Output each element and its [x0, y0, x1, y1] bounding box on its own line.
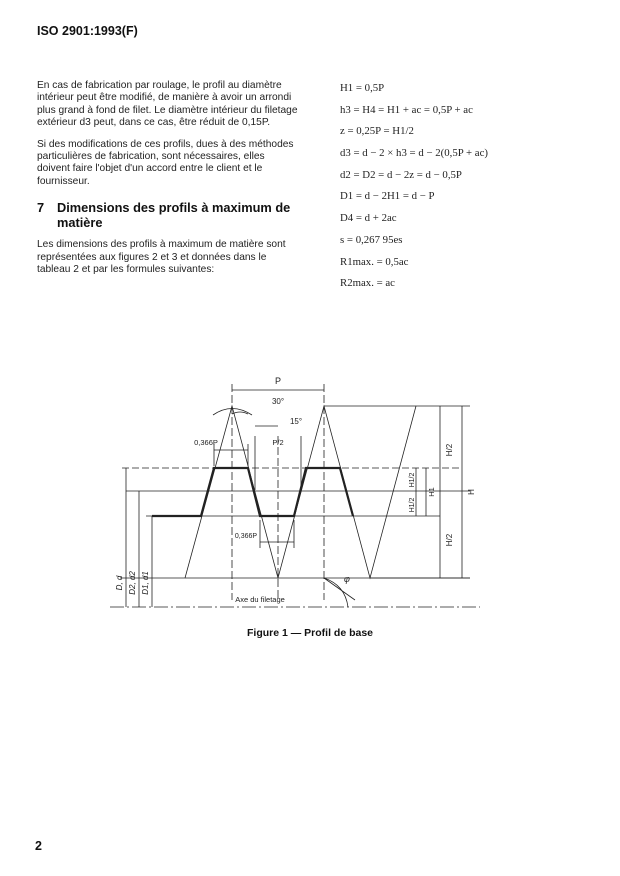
paragraph-rolling: En cas de fabrication par roulage, le pr… [37, 80, 298, 129]
paragraph-dimensions: Les dimensions des profils à maximum de … [37, 239, 286, 276]
profile-diagram: P 30° 15° 0,366P P/2 0,366P Axe du filet… [110, 376, 480, 608]
basic-profile-outline [152, 466, 355, 518]
formula-s: s = 0,267 95es [340, 233, 403, 246]
label-d2-D2: D2, d2 [128, 571, 137, 595]
label-d-D: D, d [115, 575, 124, 590]
page-number: 2 [35, 839, 42, 853]
formula-R2: R2max. = ac [340, 277, 395, 290]
formula-D4: D4 = d + 2ac [340, 212, 397, 225]
section-heading: 7 Dimensions des profils à maximum de ma… [37, 200, 299, 230]
left-text-column: En cas de fabrication par roulage, le pr… [37, 80, 299, 285]
label-h-half-bottom: H/2 [445, 533, 454, 546]
label-0366p-bottom: 0,366P [235, 533, 258, 540]
document-header: ISO 2901:1993(F) [37, 24, 138, 38]
label-h-half-top: H/2 [445, 443, 454, 456]
label-h1-half-b: H1/2 [409, 498, 416, 513]
formula-d3: d3 = d − 2 × h3 = d − 2(0,5P + ac) [340, 147, 488, 160]
label-angle-phi: φ [344, 574, 350, 584]
label-pitch: P [275, 376, 281, 386]
formula-d2: d2 = D2 = d − 2z = d − 0,5P [340, 168, 462, 181]
figure-basic-profile: P 30° 15° 0,366P P/2 0,366P Axe du filet… [0, 370, 620, 640]
label-0366p-top: 0,366P [194, 438, 218, 447]
formula-z: z = 0,25P = H1/2 [340, 125, 414, 138]
figure-caption: Figure 1 — Profil de base [246, 627, 374, 639]
formula-h3: h3 = H4 = H1 + ac = 0,5P + ac [340, 103, 473, 116]
formula-R1: R1max. = 0,5ac [340, 255, 409, 268]
label-h-total: H [467, 489, 476, 495]
section-title: Dimensions des profils à maximum de mati… [57, 200, 291, 231]
label-half-pitch: P/2 [272, 438, 283, 447]
formula-D1: D1 = d − 2H1 = d − P [340, 190, 435, 203]
paragraph-modifications: Si des modifications de ces profils, due… [37, 138, 294, 187]
formula-h1: H1 = 0,5P [340, 82, 385, 94]
label-h1-half-a: H1/2 [409, 473, 416, 488]
label-h1: H1 [427, 487, 436, 497]
label-thread-axis: Axe du filetage [235, 595, 285, 604]
label-angle-15: 15° [290, 417, 302, 426]
label-d1-D1: D1, d1 [141, 571, 150, 595]
section-number: 7 [37, 200, 45, 216]
formula-column: H1 = 0,5P h3 = H4 = H1 + ac = 0,5P + ac … [340, 81, 590, 298]
label-angle-30: 30° [272, 397, 284, 406]
